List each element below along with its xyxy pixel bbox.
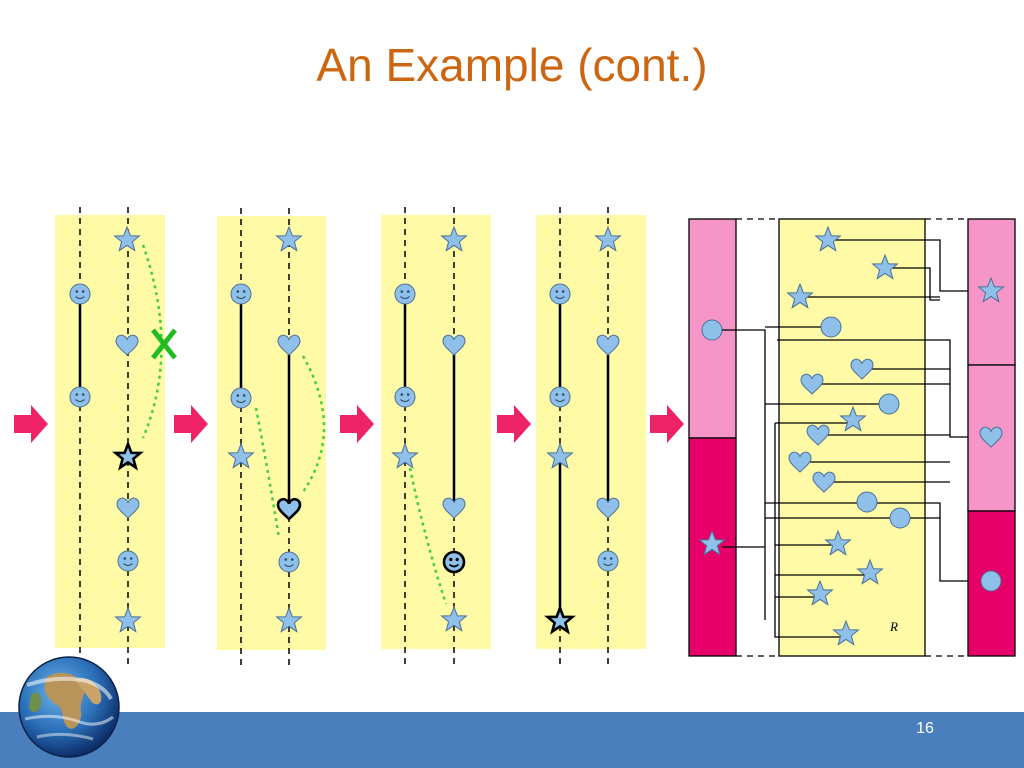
circle-icon <box>820 316 842 338</box>
smiley-icon <box>549 386 571 408</box>
left-bar <box>688 218 737 657</box>
globe-logo-icon <box>18 656 120 758</box>
panel-step-1 <box>55 207 177 665</box>
circle-icon <box>856 491 878 513</box>
arrow-right-icon <box>174 405 208 443</box>
panel-step-3 <box>381 207 491 665</box>
result-panel: R <box>688 218 1016 657</box>
smiley-icon <box>117 550 139 572</box>
footer-bar <box>0 712 1024 768</box>
arrow-right-icon <box>650 405 684 443</box>
merge-steps-diagram: R <box>14 207 1016 667</box>
page-number: 16 <box>916 720 934 737</box>
panel-step-4 <box>536 207 646 665</box>
smiley-icon <box>230 283 252 305</box>
smiley-icon <box>394 386 416 408</box>
panel-step-2 <box>217 208 326 667</box>
arrow-right-icon <box>14 405 48 443</box>
circle-icon <box>889 507 911 529</box>
smiley-icon <box>549 283 571 305</box>
smiley-icon <box>278 551 300 573</box>
circle-icon <box>701 319 723 341</box>
x-mark-icon <box>151 328 177 360</box>
region-label: R <box>889 619 898 634</box>
arrow-right-icon <box>340 405 374 443</box>
smiley-icon <box>597 550 619 572</box>
circle-icon <box>980 570 1002 592</box>
smiley-icon <box>394 283 416 305</box>
arrow-right-icon <box>497 405 531 443</box>
right-bar <box>967 218 1016 657</box>
slide-title: An Example (cont.) <box>316 39 708 91</box>
smiley-icon <box>442 550 466 574</box>
smiley-icon <box>69 283 91 305</box>
smiley-icon <box>230 387 252 409</box>
circle-icon <box>878 393 900 415</box>
smiley-icon <box>69 386 91 408</box>
